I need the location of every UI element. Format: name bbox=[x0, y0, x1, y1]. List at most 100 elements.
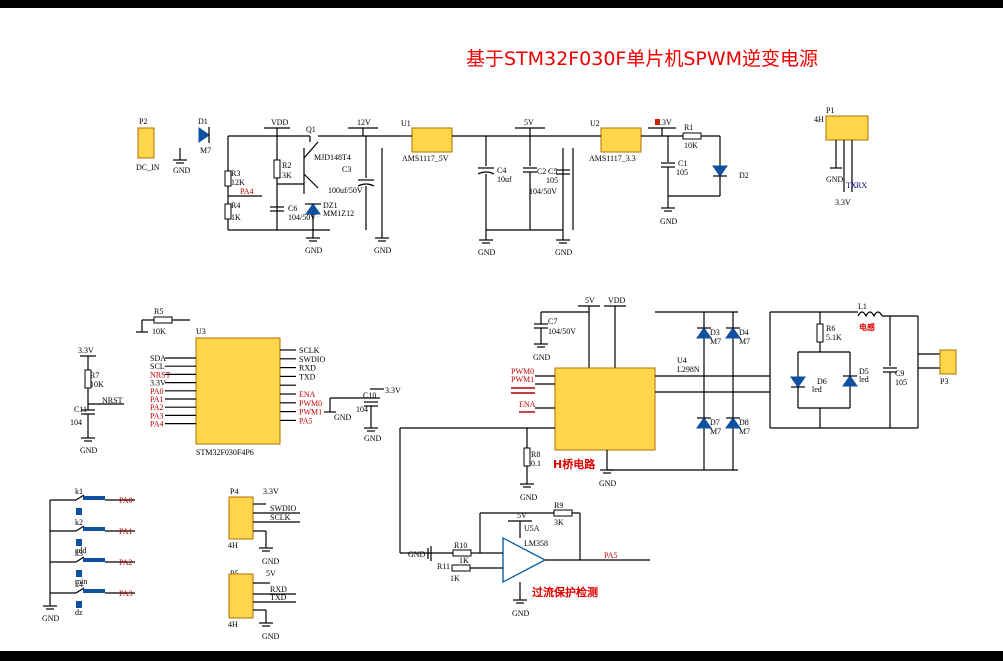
r8-value: 0.1 bbox=[531, 459, 541, 468]
mcu-part: STM32F030F4P6 bbox=[196, 448, 254, 457]
p5-pin-rxd: RXD bbox=[270, 585, 287, 594]
u4-part: L298N bbox=[677, 365, 700, 374]
r10-value: 1K bbox=[459, 556, 469, 565]
d1-label: D1 bbox=[198, 117, 208, 126]
d2-label: D2 bbox=[739, 171, 749, 180]
mcu-pin-left-label: PA2 bbox=[150, 403, 164, 412]
hb-vdd-label: VDD bbox=[608, 296, 626, 305]
gnd-label: GND bbox=[555, 248, 573, 257]
mcu-pin-left-label: PA3 bbox=[150, 411, 164, 420]
c3-value: 100uf/50V bbox=[328, 186, 363, 195]
gnd-label: GND bbox=[408, 550, 426, 559]
gnd-label: GND bbox=[305, 246, 323, 255]
r7-value: 10K bbox=[90, 380, 104, 389]
p4-pin-v33: 3.3V bbox=[263, 487, 279, 496]
key-ref-label: k3 bbox=[75, 549, 83, 558]
key-name-label: min bbox=[75, 577, 87, 586]
d4-value: M7 bbox=[739, 337, 750, 346]
p4-type: 4H bbox=[228, 541, 238, 550]
u1-label: U1 bbox=[401, 119, 411, 128]
p1-label: P1 bbox=[826, 106, 834, 115]
d3-label: D3 bbox=[710, 328, 720, 337]
mcu-pin-right-label: SCLK bbox=[299, 346, 320, 355]
r11-value: 1K bbox=[450, 574, 460, 583]
schematic-title: 基于STM32F030F单片机SPWM逆变电源 bbox=[466, 48, 818, 70]
r1-value: 10K bbox=[684, 141, 698, 150]
mcu-pin-left-label: SCL bbox=[150, 362, 165, 371]
header-p5 bbox=[228, 573, 254, 619]
p1-type: 4H bbox=[814, 115, 824, 124]
r9-label: R9 bbox=[554, 501, 563, 510]
c2-value: 105 bbox=[546, 176, 558, 185]
c4-value: 10uf bbox=[497, 175, 512, 184]
mcu-pin-left-label: PA1 bbox=[150, 395, 164, 404]
diode-d3-icon bbox=[696, 327, 712, 339]
mcu-pin-left-label: SDA bbox=[150, 354, 166, 363]
gnd-label: GND bbox=[80, 446, 98, 455]
p4-pin-sclk: SCLK bbox=[270, 513, 291, 522]
d8-label: D8 bbox=[739, 418, 749, 427]
c2-label: C2 bbox=[537, 167, 546, 176]
hb-v5-label: 5V bbox=[585, 296, 595, 305]
c11-value: 104 bbox=[70, 418, 82, 427]
vdd-label: VDD bbox=[271, 118, 289, 127]
opamp-v5-label: 5V bbox=[517, 511, 527, 520]
diode-d4-icon bbox=[725, 327, 741, 339]
mcu-stm32 bbox=[195, 337, 281, 445]
regulator-u2 bbox=[600, 127, 642, 153]
u2-part: AMS1117_3.3 bbox=[589, 154, 636, 163]
p2-label: P2 bbox=[139, 117, 147, 126]
driver-l298n bbox=[554, 367, 656, 451]
connector-p2 bbox=[137, 127, 155, 159]
c1-label: C1 bbox=[678, 159, 687, 168]
u4-label: U4 bbox=[677, 356, 687, 365]
key-switch-icon bbox=[75, 494, 85, 501]
mcu-pin-left-label: PA4 bbox=[150, 420, 164, 429]
d5-value: led bbox=[859, 375, 869, 384]
gnd-label: GND bbox=[42, 614, 60, 623]
connector-p3 bbox=[939, 349, 957, 375]
r8-label: R8 bbox=[531, 450, 540, 459]
nrst-label: NRST bbox=[102, 396, 123, 405]
p5-pin-txd: TXD bbox=[270, 593, 287, 602]
regulator-u1 bbox=[411, 127, 453, 153]
gnd-label: GND bbox=[173, 166, 191, 175]
mcu-pin-right-label: PWM0 bbox=[299, 399, 322, 408]
diode-d7-icon bbox=[696, 417, 712, 429]
mcu-v33-label: 3.3V bbox=[385, 386, 401, 395]
key-marker-icon bbox=[76, 601, 82, 608]
p1-pin-tx: TX bbox=[846, 181, 857, 190]
pa5-net-label: PA5 bbox=[604, 551, 618, 560]
mcu-pin-right-label: PWM1 bbox=[299, 408, 322, 417]
c6-label: C6 bbox=[288, 204, 297, 213]
r4-value: 1K bbox=[231, 213, 241, 222]
key-button-icon bbox=[83, 527, 105, 531]
key-switch-icon bbox=[75, 525, 85, 532]
mcu-pin-right-label: RXD bbox=[299, 364, 316, 373]
r3-value: 12K bbox=[231, 178, 245, 187]
mcu-pin-left-label: PA0 bbox=[150, 387, 164, 396]
c1-value: 105 bbox=[676, 168, 688, 177]
u5-label: U5A bbox=[524, 524, 540, 533]
gnd-label: GND bbox=[262, 632, 280, 641]
c10-label: C10 bbox=[363, 391, 376, 400]
key-switch-icon bbox=[75, 587, 85, 594]
mcu-pin-right-label: PA5 bbox=[299, 416, 313, 425]
v12-label: 12V bbox=[357, 118, 371, 127]
r6-value: 5.1K bbox=[826, 333, 842, 342]
pwm0-net-label: PWM0 bbox=[511, 367, 534, 376]
mcu-pin-right-label: ENA bbox=[299, 390, 316, 399]
gnd-label: GND bbox=[599, 479, 617, 488]
zener-dz1-icon bbox=[305, 203, 321, 215]
mcu-pin-right-label: TXD bbox=[299, 372, 316, 381]
mcu-pin-right-label: SWDIO bbox=[299, 355, 325, 364]
gnd-label: GND bbox=[512, 609, 530, 618]
key-net-label: PA2 bbox=[119, 558, 133, 567]
u1-part: AMS1117_5V bbox=[402, 154, 449, 163]
r4-label: R4 bbox=[231, 201, 240, 210]
schematic-sheet: 基于STM32F030F单片机SPWM逆变电源 P2 DC_IN GND D1 … bbox=[0, 8, 1003, 651]
key-marker-icon bbox=[76, 539, 82, 546]
l1-label: L1 bbox=[858, 302, 867, 311]
d4-label: D4 bbox=[739, 328, 749, 337]
r3-label: R3 bbox=[231, 169, 240, 178]
